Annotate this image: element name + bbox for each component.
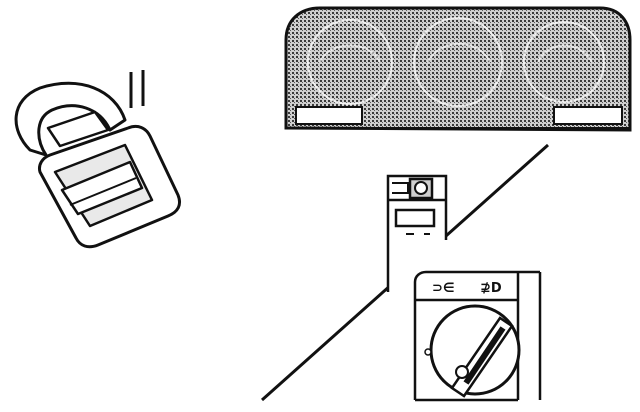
- cluster-housing: [284, 6, 632, 132]
- parking-light-symbol: ⊃∈: [432, 281, 455, 296]
- instrument-cluster: [284, 6, 632, 132]
- switch-unit-illustration: [14, 81, 182, 249]
- gauge-left: [307, 19, 393, 105]
- switch-panel-button: [394, 208, 436, 228]
- light-sun-icon: [455, 365, 469, 379]
- headlight-symbol: ⊉D: [480, 281, 502, 296]
- cluster-panel-left: [295, 106, 363, 125]
- switch-panel: [386, 174, 448, 292]
- gauge-right: [523, 21, 605, 103]
- cluster-panel-right: [553, 106, 623, 125]
- gauge-center: [413, 17, 503, 107]
- pause-mark: [129, 70, 145, 108]
- light-switch: ⊃∈ ⊉D: [413, 270, 542, 402]
- switch-back-arc: [14, 81, 127, 157]
